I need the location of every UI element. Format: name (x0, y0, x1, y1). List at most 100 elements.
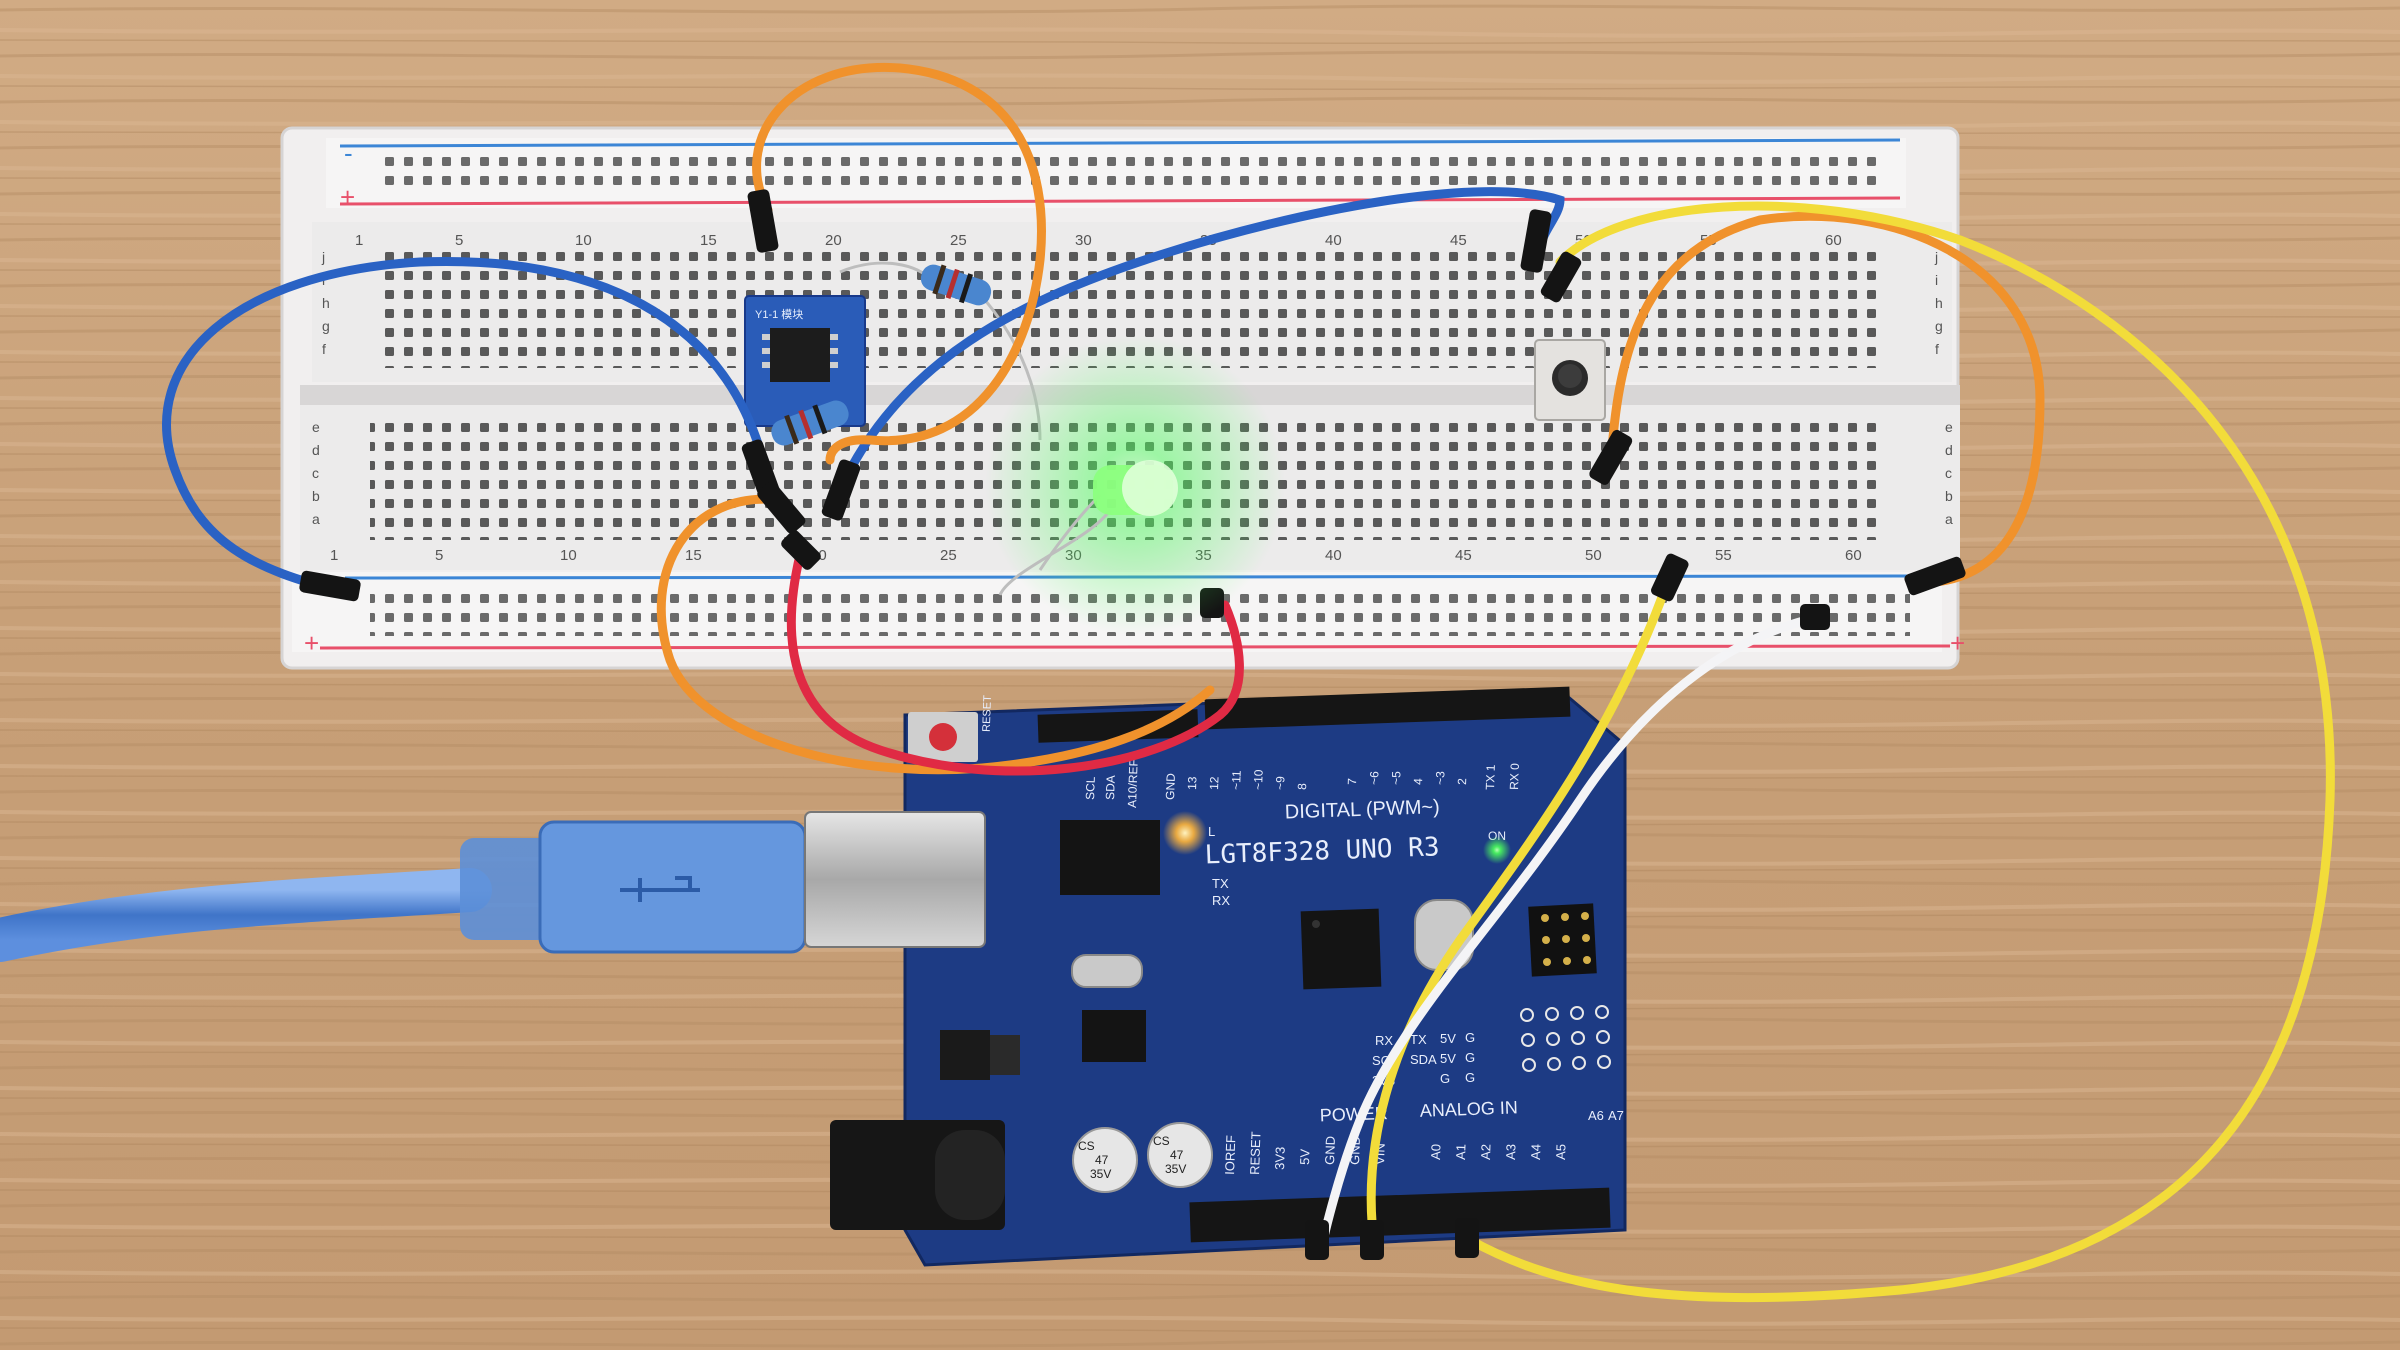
svg-text:25: 25 (950, 232, 967, 249)
svg-text:~5: ~5 (1389, 771, 1403, 785)
rail-minus-top-label: - (344, 138, 353, 168)
svg-text:RX: RX (1212, 893, 1230, 908)
digital-header[interactable] (1204, 686, 1571, 730)
svg-text:20: 20 (825, 232, 842, 249)
svg-text:5: 5 (455, 232, 463, 249)
wire-blue-middle (835, 187, 1565, 495)
svg-text:SDA: SDA (1103, 775, 1118, 800)
svg-text:b: b (312, 488, 320, 504)
wire-orange-right (1607, 211, 2045, 587)
svg-text:55: 55 (1715, 547, 1732, 564)
svg-text:45: 45 (1450, 232, 1467, 249)
svg-text:47: 47 (1170, 1148, 1184, 1162)
svg-text:b: b (1945, 488, 1953, 504)
svg-text:A3: A3 (1503, 1144, 1519, 1160)
svg-text:5: 5 (435, 547, 443, 564)
svg-text:j: j (1934, 249, 1938, 265)
row-letters-bottom: e d c b a e d c b a (312, 419, 1953, 527)
power-analog-pin-labels: IOREF RESET 3V3 5V GND GND VIN A0 A1 A2 … (1222, 1108, 1624, 1175)
svg-text:2: 2 (1455, 778, 1469, 785)
svg-text:5V: 5V (1440, 1051, 1456, 1066)
svg-text:h: h (1935, 295, 1943, 311)
svg-text:35V: 35V (1165, 1162, 1186, 1176)
svg-text:IOREF: IOREF (1222, 1135, 1238, 1175)
rail-plus-bottom-label: + (304, 628, 319, 658)
svg-text:A10/REF: A10/REF (1125, 759, 1141, 808)
svg-text:13: 13 (1185, 776, 1199, 790)
svg-text:8: 8 (1295, 783, 1309, 790)
on-led-icon (1483, 836, 1511, 864)
svg-text:12: 12 (1207, 776, 1221, 790)
wire-yellow-long (1465, 201, 2335, 1303)
digital-pin-labels: SCL SDA A10/REF GND 13 12 ~11 ~10 ~9 8 7… (1083, 759, 1522, 808)
jumper-wires (162, 62, 2335, 1303)
svg-text:G: G (1440, 1071, 1450, 1086)
svg-text:10: 10 (560, 547, 577, 564)
svg-text:g: g (1935, 318, 1943, 334)
svg-text:~3: ~3 (1433, 771, 1447, 785)
column-numbers-top: 1 5 10 15 20 25 30 35 40 45 50 55 60 (355, 232, 1842, 249)
svg-text:A5: A5 (1553, 1144, 1569, 1160)
svg-text:35V: 35V (1090, 1167, 1111, 1181)
svg-text:10: 10 (575, 232, 592, 249)
svg-text:~9: ~9 (1273, 776, 1287, 790)
analog-in-label: ANALOG IN (1419, 1097, 1518, 1120)
svg-text:50: 50 (1585, 547, 1602, 564)
svg-text:c: c (312, 465, 319, 481)
svg-text:60: 60 (1845, 547, 1862, 564)
svg-text:SDA: SDA (1410, 1052, 1437, 1067)
svg-text:~6: ~6 (1367, 771, 1381, 785)
rail-plus-top-label: + (340, 182, 355, 212)
svg-text:5V: 5V (1440, 1031, 1456, 1046)
svg-text:j: j (321, 249, 325, 265)
svg-text:c: c (1945, 465, 1952, 481)
rail-plus-bottom-right-label: + (1950, 628, 1965, 658)
svg-text:40: 40 (1325, 232, 1342, 249)
svg-text:60: 60 (1825, 232, 1842, 249)
usb-b-connector[interactable] (538, 820, 807, 954)
svg-text:d: d (312, 442, 320, 458)
svg-text:g: g (322, 318, 330, 334)
usb-icon (620, 876, 700, 902)
wire-blue-left (162, 256, 765, 597)
svg-text:d: d (1945, 442, 1953, 458)
svg-text:CS: CS (1153, 1134, 1170, 1148)
wire-yellow-short (1366, 570, 1675, 1255)
svg-text:CS: CS (1078, 1139, 1095, 1153)
svg-text:A0: A0 (1428, 1144, 1444, 1160)
power-analog-header[interactable] (1189, 1187, 1611, 1243)
svg-text:G: G (1465, 1030, 1475, 1045)
svg-text:GND: GND (1163, 773, 1178, 800)
wire-red (786, 550, 1244, 776)
wire-white (1315, 613, 1820, 1260)
power-label: POWER (1319, 1103, 1388, 1125)
wire-orange-bottom (656, 494, 1215, 775)
capacitor-1: CS 47 35V (1072, 1127, 1138, 1193)
svg-text:f: f (1935, 341, 1939, 357)
svg-text:a: a (1945, 511, 1953, 527)
svg-text:5V: 5V (1297, 1148, 1313, 1165)
resistor-bottom (771, 400, 849, 446)
svg-text:TX: TX (1212, 876, 1229, 891)
reset-button-label: RESET (981, 695, 994, 732)
svg-text:a: a (312, 511, 320, 527)
wire-plugs (299, 189, 1966, 1260)
svg-text:3V3: 3V3 (1272, 1146, 1288, 1170)
svg-text:A7: A7 (1608, 1108, 1624, 1123)
svg-text:i: i (1935, 272, 1938, 288)
wire-orange-top-loop (752, 62, 1046, 465)
capacitor-2: CS 47 35V (1147, 1122, 1213, 1188)
svg-text:L: L (1208, 824, 1215, 839)
l-led-icon (1163, 811, 1207, 855)
svg-text:A2: A2 (1478, 1144, 1494, 1160)
svg-text:15: 15 (700, 232, 717, 249)
svg-text:1: 1 (355, 232, 363, 249)
svg-text:45: 45 (1455, 547, 1472, 564)
svg-text:TX 1: TX 1 (1483, 764, 1498, 790)
svg-text:e: e (312, 419, 320, 435)
push-button[interactable] (1534, 339, 1606, 421)
svg-text:RX 0: RX 0 (1507, 763, 1522, 790)
digital-pwm-label: DIGITAL (PWM~) (1284, 796, 1440, 823)
sensor-module: Y1-1 模块 (744, 295, 866, 427)
